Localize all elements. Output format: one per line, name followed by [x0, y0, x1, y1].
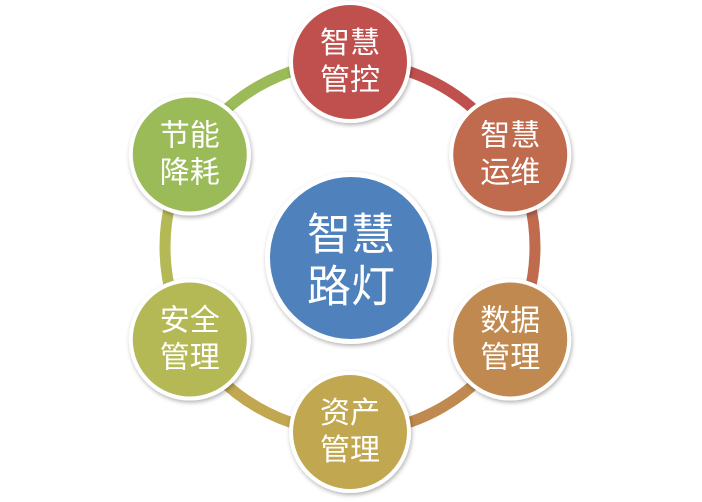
- node-label-line2: 管理: [480, 341, 540, 376]
- node-label-line2: 运维: [480, 156, 540, 191]
- node-label-line2: 降耗: [160, 156, 220, 191]
- center-node: 智慧 路灯: [265, 172, 437, 344]
- node-0: 智慧 管控: [289, 1, 411, 123]
- node-1: 智慧 运维: [449, 93, 572, 216]
- node-label-line2: 管控: [320, 63, 380, 98]
- node-label-line1: 安全: [160, 304, 220, 339]
- center-label-line1: 智慧: [307, 210, 395, 261]
- center-label-line2: 路灯: [307, 262, 395, 313]
- node-label-line2: 管理: [160, 341, 220, 376]
- node-label-line1: 智慧: [480, 119, 540, 154]
- node-label-line1: 资产: [320, 396, 380, 431]
- node-4: 安全 管理: [128, 278, 251, 401]
- node-label-line2: 管理: [320, 433, 380, 468]
- node-3: 资产 管理: [289, 371, 411, 493]
- node-label-line1: 智慧: [320, 26, 380, 61]
- node-5: 节能 降耗: [128, 93, 251, 216]
- node-label-line1: 节能: [160, 119, 220, 154]
- node-2: 数据 管理: [449, 278, 572, 401]
- node-label-line1: 数据: [480, 304, 540, 339]
